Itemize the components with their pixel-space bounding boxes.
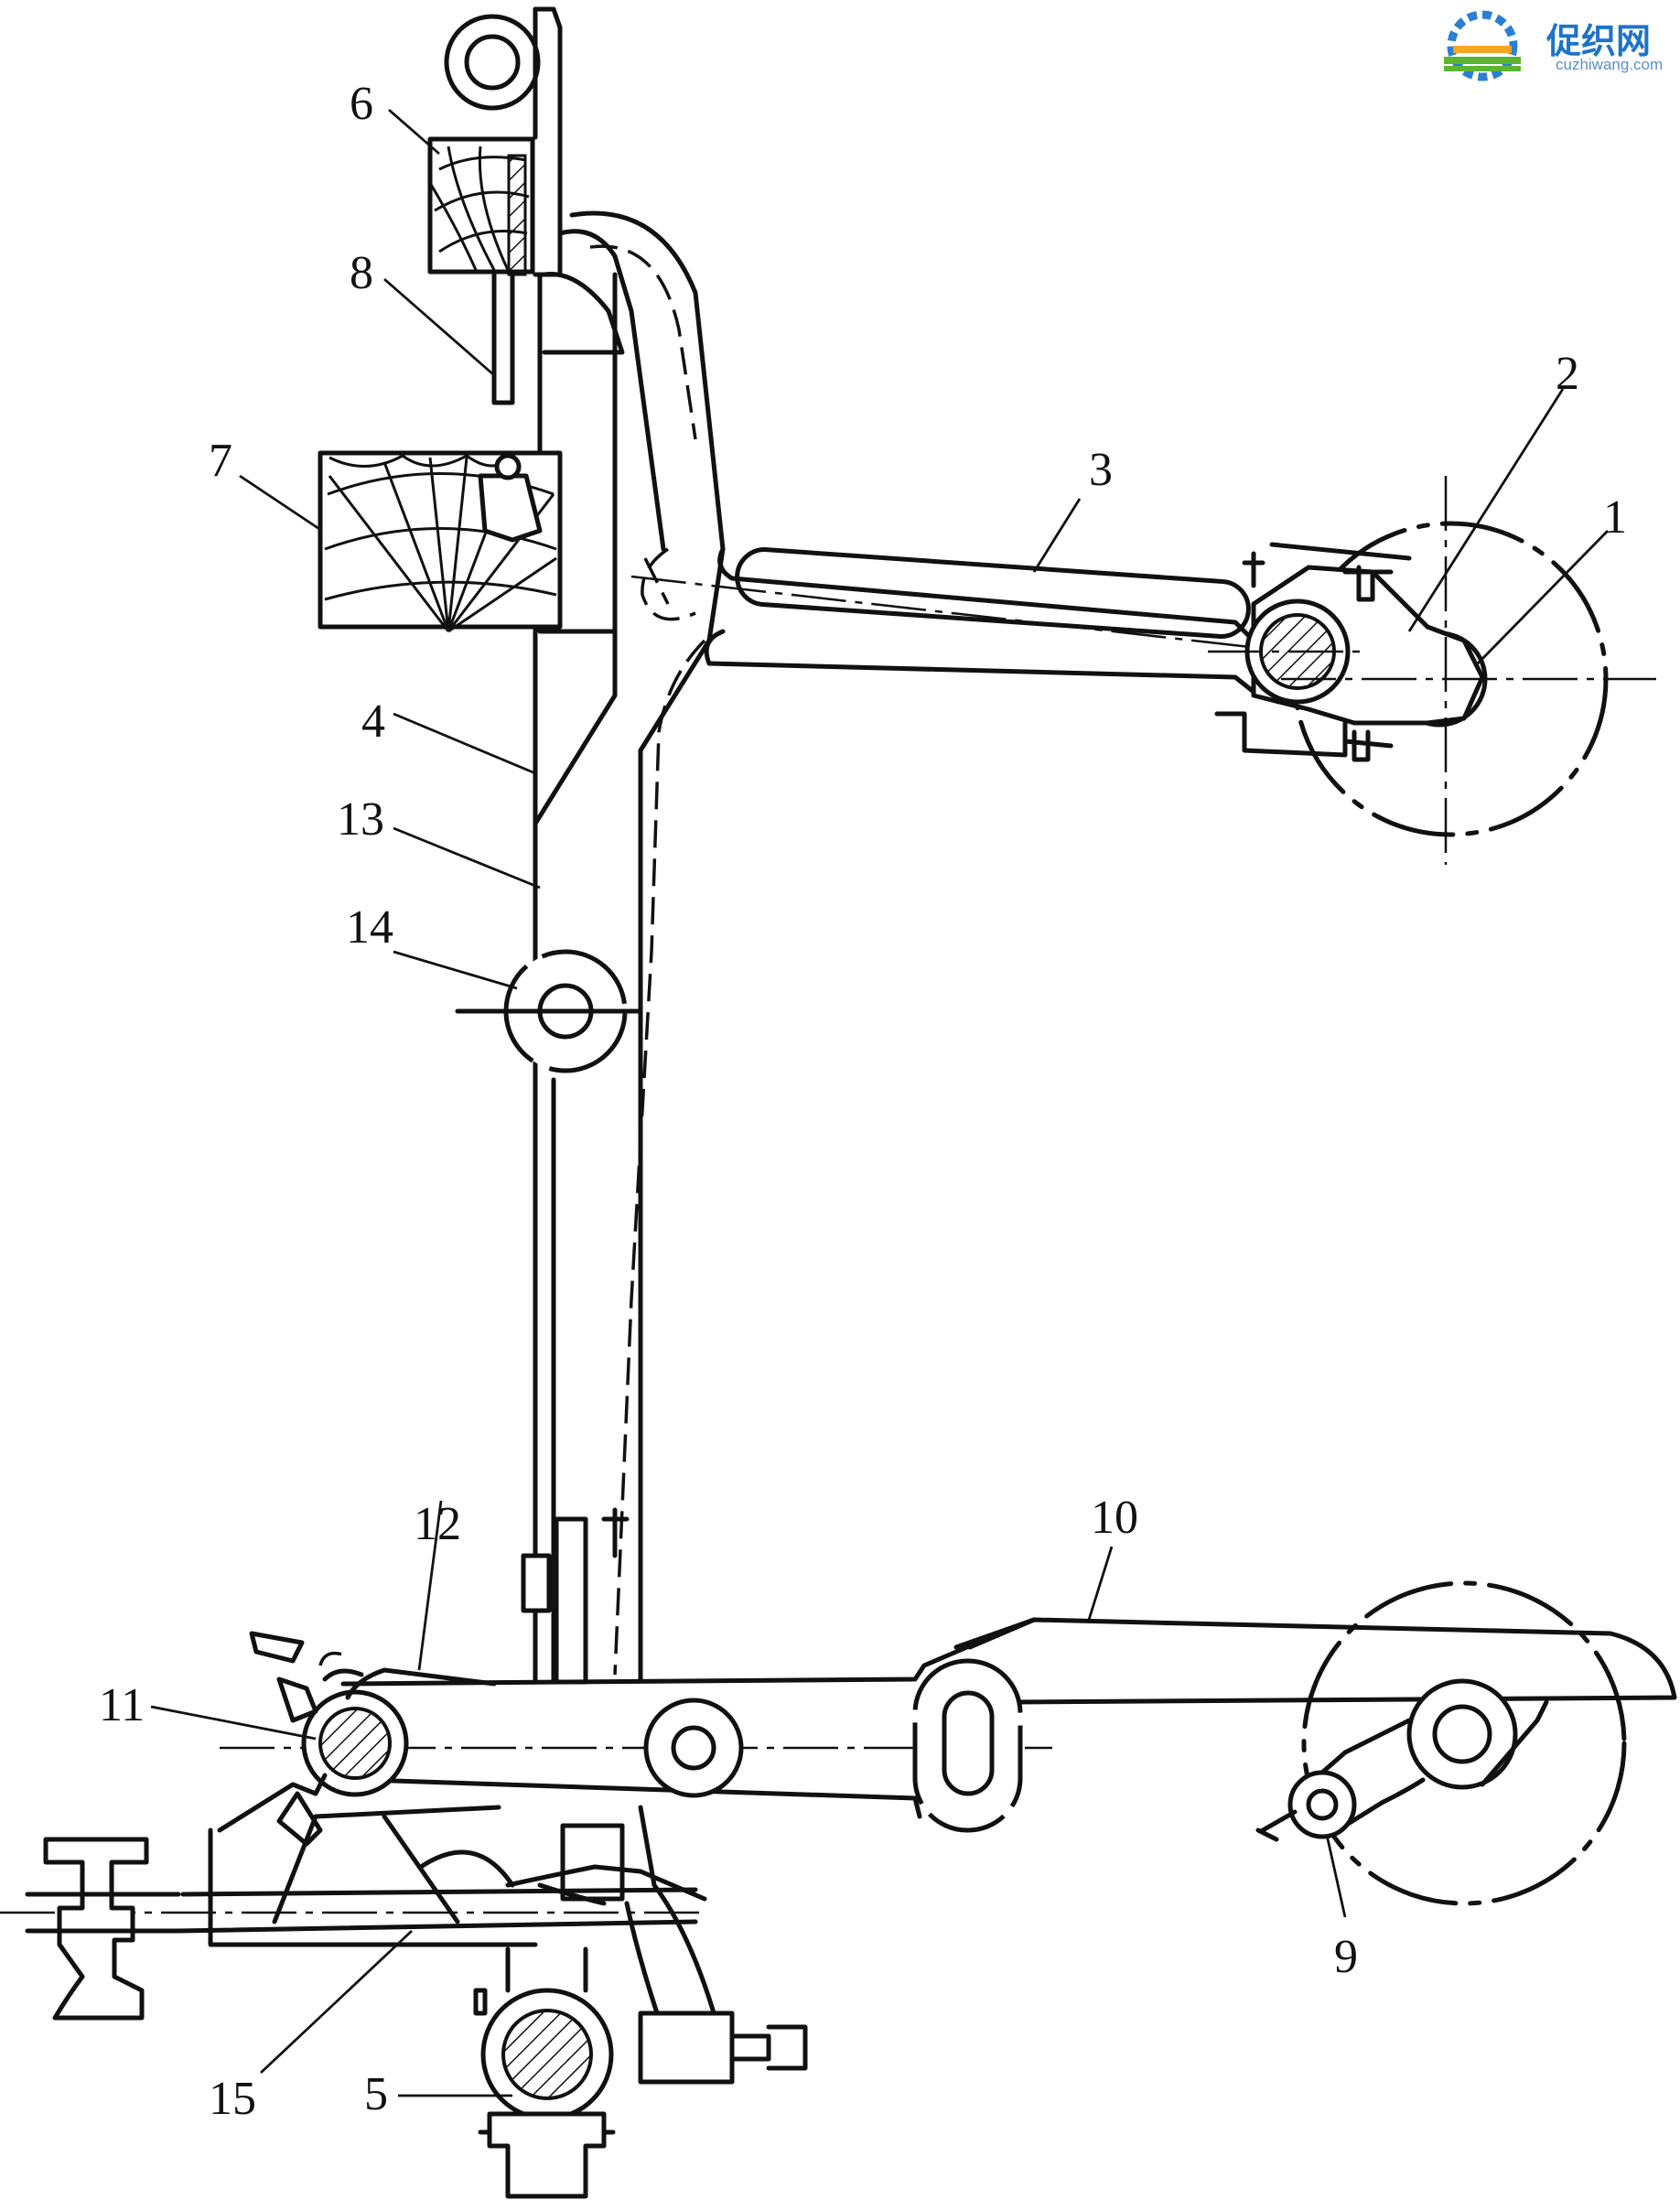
- wheel-hub: [1406, 1678, 1518, 1790]
- label-14: 14: [346, 901, 393, 954]
- upper-assembly: [318, 6, 1656, 1682]
- label-7: 7: [209, 435, 232, 487]
- label-6: 6: [350, 78, 373, 130]
- label-1: 1: [1603, 491, 1627, 544]
- watermark-url: cuzhiwang.com: [1556, 56, 1663, 73]
- watermark-name: 促织网: [1545, 21, 1651, 61]
- gear-icon: [1444, 10, 1521, 81]
- part-labels: 1 2 3 4 5 6 7 8 9 10 11 12 13 14 15: [99, 78, 1627, 2125]
- label-9: 9: [1334, 1931, 1358, 1983]
- label-10: 10: [1091, 1492, 1138, 1544]
- label-11: 11: [99, 1679, 145, 1731]
- label-15: 15: [209, 2073, 256, 2125]
- slot-link: [912, 1658, 1023, 1833]
- lower-assembly: [0, 1507, 1677, 2199]
- label-13: 13: [337, 793, 384, 846]
- label-3: 3: [1089, 444, 1113, 496]
- label-2: 2: [1556, 348, 1579, 400]
- leader-lines: [150, 108, 1610, 2097]
- beam-pin: [643, 1698, 744, 1798]
- label-8: 8: [350, 247, 373, 299]
- label-5: 5: [364, 2068, 388, 2120]
- pin-9: [1287, 1770, 1357, 1839]
- upright-bar: [554, 1516, 588, 1685]
- top-roller: [444, 14, 541, 111]
- wheel-disc: [1301, 1580, 1627, 1906]
- watermark-logo: 促织网 cuzhiwang.com: [1444, 10, 1663, 81]
- label-12: 12: [414, 1498, 461, 1550]
- label-4: 4: [361, 695, 385, 748]
